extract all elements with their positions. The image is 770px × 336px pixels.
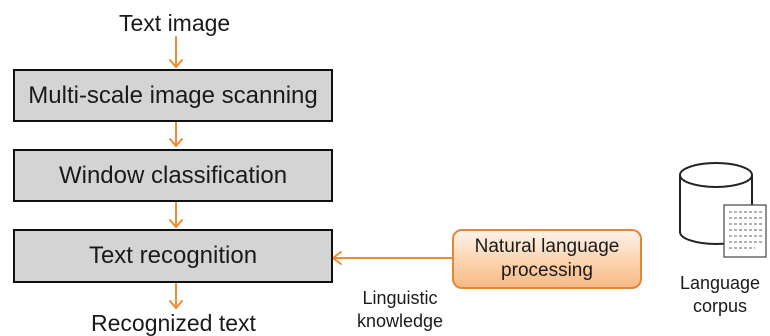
corpus-label-line2: corpus	[692, 296, 748, 317]
arrow-nlp-to-recognition	[332, 251, 453, 265]
arrow-scanning-to-classification	[169, 121, 183, 147]
nlp-box-line1: Natural language	[474, 236, 620, 258]
step-text-recognition: Text recognition	[13, 229, 333, 283]
corpus-label: Language corpus	[672, 272, 768, 319]
input-label: Text image	[119, 10, 231, 36]
output-label: Recognized text	[91, 310, 256, 336]
nlp-box-line2: processing	[501, 260, 593, 281]
arrow-recognition-to-output	[169, 283, 183, 309]
edge-label-line2: knowledge	[356, 311, 444, 332]
document-icon	[723, 204, 767, 258]
arrow-classification-to-recognition	[169, 202, 183, 228]
arrow-input-to-scanning	[169, 36, 183, 68]
edge-label-line1: Linguistic	[362, 288, 438, 308]
nlp-box: Natural language processing	[452, 229, 642, 289]
step-multiscale-scanning: Multi-scale image scanning	[13, 69, 333, 122]
step-window-classification: Window classification	[13, 149, 333, 202]
edge-label-linguistic-knowledge: Linguistic knowledge	[340, 287, 460, 334]
corpus-label-line1: Language	[679, 273, 761, 293]
